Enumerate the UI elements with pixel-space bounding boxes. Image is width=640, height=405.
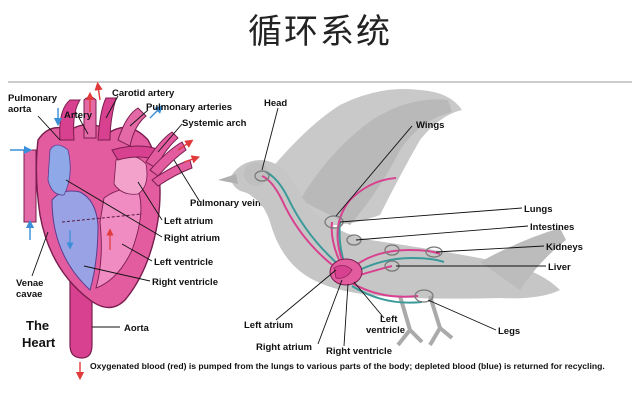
bird-silhouette [218,89,566,347]
label-right-ventricle: Right ventricle [152,277,218,288]
right-ventricle-chamber [51,190,99,291]
bird-leader-lines [261,107,546,347]
label-bird-right-atrium: Right atrium [256,342,312,353]
label-kidneys: Kidneys [546,242,583,253]
label-right-atrium: Right atrium [164,233,220,244]
label-aorta: Aorta [124,323,150,334]
label-bird-left-atrium: Left atrium [244,320,293,331]
label-left-atrium: Left atrium [164,216,213,227]
label-systemic-arch: Systemic arch [182,118,247,129]
label-artery: Artery [64,110,93,121]
right-atrium-chamber [47,144,71,196]
venae-cavae-vessel [23,149,37,223]
label-legs: Legs [498,326,520,337]
heart-illustration [10,81,200,381]
heart-leader-lines [31,95,201,328]
page-title: 循环系统 [248,12,392,52]
label-pulmonary-veins: Pulmonary veins [190,198,266,209]
label-head: Head [264,98,287,109]
bird-blood-vessels [254,170,445,304]
label-bird-right-ventricle: Right ventricle [326,346,392,357]
label-carotid-artery: Carotid artery [112,88,175,99]
label-intestines: Intestines [530,222,574,233]
label-liver: Liver [548,262,571,273]
label-left-ventricle: Left ventricle [154,257,213,268]
caption: Oxygenated blood (red) is pumped from th… [90,361,605,371]
label-pulmonary-arteries: Pulmonary arteries [146,102,232,113]
label-lungs: Lungs [524,204,553,215]
label-wings: Wings [416,120,444,131]
